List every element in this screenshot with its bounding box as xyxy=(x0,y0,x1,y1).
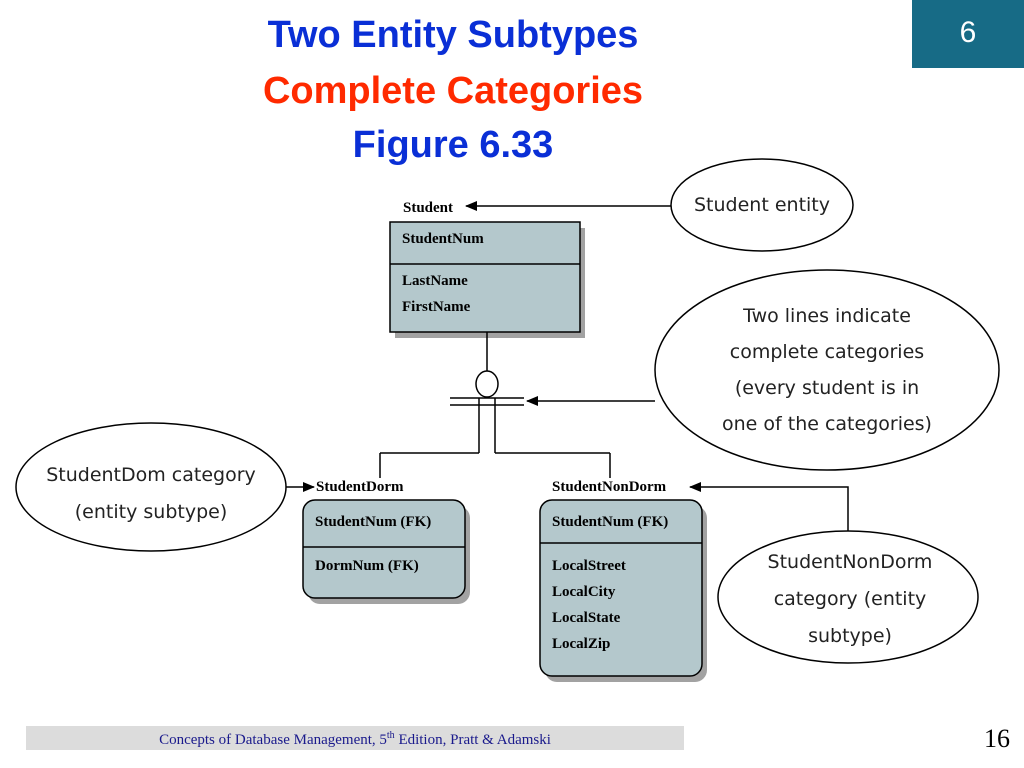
callout-two-lines-text-1: Two lines indicate xyxy=(742,305,911,327)
footer-text-sup: th xyxy=(386,730,395,741)
studentnondorm-attr-localstreet: LocalStreet xyxy=(552,558,626,574)
callout-student-entity xyxy=(670,158,854,252)
studentnondorm-entity-box xyxy=(539,499,707,682)
category-symbol xyxy=(379,332,611,478)
callout-student-entity-text: Student entity xyxy=(694,194,830,216)
title-line-1: Two Entity Subtypes xyxy=(267,14,639,56)
page-number: 16 xyxy=(984,724,1010,753)
studentnondorm-attr-localzip: LocalZip xyxy=(552,636,610,652)
callout-nondorm-category-text-3: subtype) xyxy=(808,625,892,647)
callout-two-lines-text-4: one of the categories) xyxy=(722,413,932,435)
studentdorm-entity-label: StudentDorm xyxy=(316,479,404,495)
studentdorm-key-attr: StudentNum (FK) xyxy=(315,514,431,530)
callout-dorm-category-text-2: (entity subtype) xyxy=(75,501,227,523)
footer-text-main: Concepts of Database Management, 5 xyxy=(159,732,387,748)
studentnondorm-attr-localcity: LocalCity xyxy=(552,584,616,600)
studentdorm-attr-dormnum: DormNum (FK) xyxy=(315,558,419,574)
callout-dorm-category xyxy=(15,422,287,552)
studentdorm-entity-box xyxy=(302,499,470,604)
callout-nondorm-category-text-1: StudentNonDorm xyxy=(768,551,933,573)
title-line-3: Figure 6.33 xyxy=(352,124,554,166)
student-entity-label: Student xyxy=(403,200,453,216)
footer-bar xyxy=(26,726,684,750)
footer-text-rest: Edition, Pratt & Adamski xyxy=(394,732,551,748)
callout-two-lines xyxy=(654,269,1000,471)
title-line-2: Complete Categories xyxy=(262,70,644,112)
studentnondorm-attr-localstate: LocalState xyxy=(552,610,621,626)
callout-two-lines-text-3: (every student is in xyxy=(735,377,919,399)
callout-two-lines-text-2: complete categories xyxy=(730,341,924,363)
callout-nondorm-category-text-2: category (entity xyxy=(774,588,927,610)
student-entity-box xyxy=(389,221,585,338)
studentnondorm-entity-label: StudentNonDorm xyxy=(552,479,667,495)
callout-nondorm-category xyxy=(689,482,979,664)
footer-text: Concepts of Database Management, 5th Edi… xyxy=(26,730,684,749)
chapter-badge: 6 xyxy=(912,0,1024,68)
callout-dorm-category-text-1: StudentDom category xyxy=(46,464,256,486)
student-attr-firstname: FirstName xyxy=(402,299,471,315)
student-key-attr: StudentNum xyxy=(402,231,484,247)
student-attr-lastname: LastName xyxy=(402,273,468,289)
studentnondorm-key-attr: StudentNum (FK) xyxy=(552,514,668,530)
